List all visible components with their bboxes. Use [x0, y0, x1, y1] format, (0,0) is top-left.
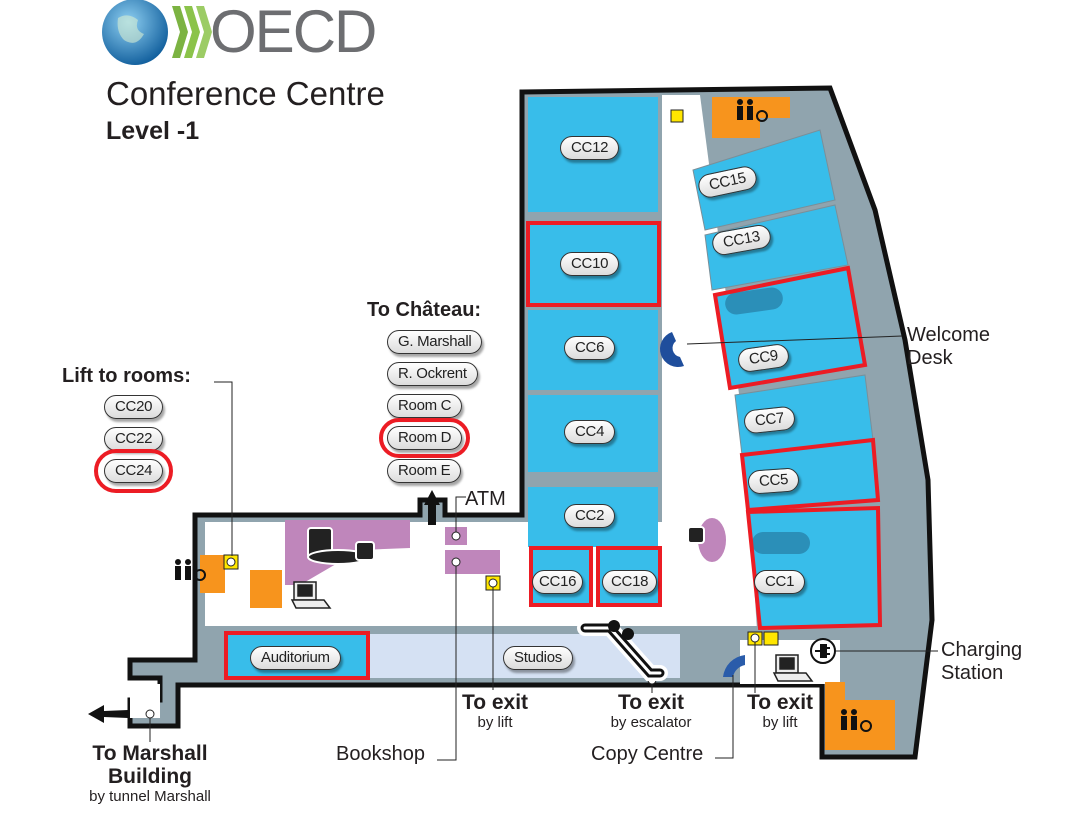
room-cc16[interactable]: CC16 [532, 570, 584, 594]
welcome-desk-label: Welcome Desk [907, 324, 990, 369]
page-title: Conference Centre [106, 75, 385, 112]
welcome-desk-icon [659, 332, 684, 368]
bookshop-label: Bookshop [336, 743, 425, 765]
toilet-icon [175, 99, 872, 732]
marshall-title: To Marshall Building [92, 742, 208, 788]
room-e[interactable]: Room E [387, 459, 462, 483]
room-cc12[interactable]: CC12 [560, 136, 620, 160]
level-label: Level -1 [106, 117, 200, 145]
oecd-chevrons-logo [172, 6, 212, 58]
coffee-area [698, 518, 726, 562]
room-g-marshall[interactable]: G. Marshall [387, 330, 483, 354]
exit-escalator: To exit by escalator [600, 691, 702, 732]
room-cc2[interactable]: CC2 [564, 504, 616, 528]
room-r-ockrent[interactable]: R. Ockrent [387, 362, 478, 386]
charging-station-label: Charging Station [941, 639, 1023, 684]
room-c[interactable]: Room C [387, 394, 463, 418]
room-cc5[interactable]: CC5 [747, 467, 800, 495]
copy-centre-label: Copy Centre [591, 743, 704, 765]
chateau-heading: To Château: [367, 299, 482, 321]
exit-lift-right: To exit by lift [735, 691, 825, 732]
room-cc22[interactable]: CC22 [104, 427, 164, 451]
exit-sub: by lift [477, 714, 513, 731]
laptop-icon [290, 581, 814, 682]
exit-title: To exit [461, 691, 529, 714]
room-cc1[interactable]: CC1 [754, 570, 806, 594]
exit-sub: by lift [762, 714, 798, 731]
room-cc6[interactable]: CC6 [564, 336, 616, 360]
marshall-sub: by tunnel Marshall [89, 788, 211, 805]
oecd-logo-text: OECD [210, 0, 377, 65]
room-cc20[interactable]: CC20 [104, 395, 164, 419]
copy-centre-desk [723, 655, 745, 677]
arrow-left-icon [88, 705, 128, 723]
room-cc10[interactable]: CC10 [560, 252, 620, 276]
room-cc24[interactable]: CC24 [93, 449, 174, 493]
atm-label: ATM [465, 488, 506, 510]
arrow-up-icon [424, 490, 440, 525]
lift-rooms-heading: Lift to rooms: [62, 365, 191, 387]
cafe-icon [307, 526, 705, 565]
to-marshall-building: To Marshall Building by tunnel Marshall [70, 742, 230, 805]
exit-lift-left: To exit by lift [450, 691, 540, 732]
exit-sub: by escalator [610, 714, 692, 731]
room-studios[interactable]: Studios [503, 646, 573, 670]
exit-title: To exit [746, 691, 814, 714]
room-cc4[interactable]: CC4 [564, 420, 616, 444]
room-auditorium[interactable]: Auditorium [250, 646, 341, 670]
room-d[interactable]: Room D [378, 418, 471, 458]
exit-title: To exit [617, 691, 685, 714]
room-cc18[interactable]: CC18 [602, 570, 658, 594]
rooms-left-column [528, 97, 660, 605]
